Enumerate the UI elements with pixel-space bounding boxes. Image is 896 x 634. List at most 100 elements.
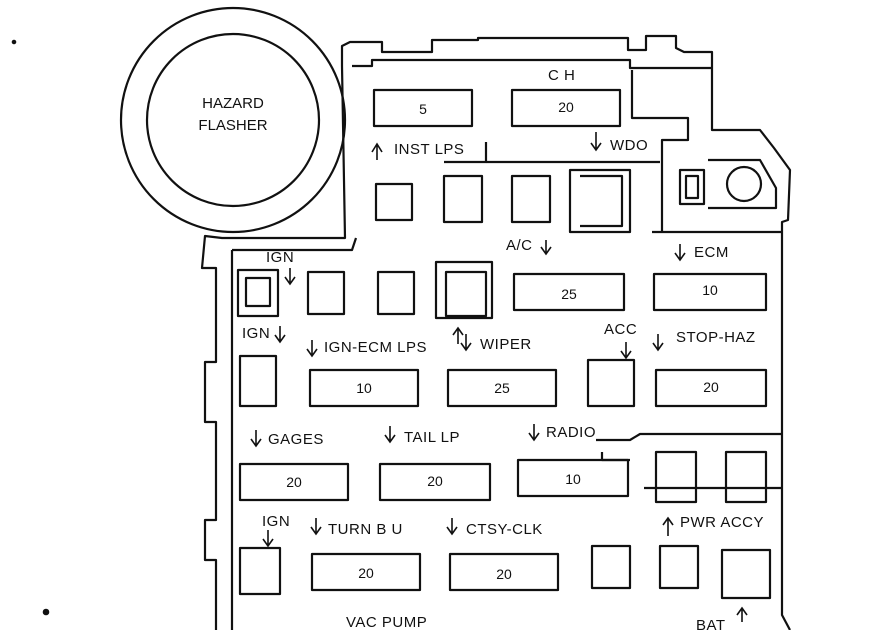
down-arrow-icon	[620, 342, 632, 360]
mini-fuse-ign-bottom	[238, 546, 282, 596]
fuse-value-ecm: 10	[702, 282, 718, 298]
down-arrow-icon	[446, 518, 458, 536]
fuse-block-housing	[340, 34, 792, 630]
label-wdo: WDO	[610, 137, 649, 154]
fuse-value-stop-haz: 20	[703, 379, 719, 395]
label-ch: C H	[548, 67, 576, 84]
top-inner-frame	[352, 58, 712, 70]
fuse-block-left-edge	[200, 65, 347, 630]
trace-radio-2	[600, 452, 630, 462]
fuse-body-wiper	[446, 368, 558, 408]
down-arrow-icon	[274, 326, 286, 344]
socket-ign-top-inner	[244, 276, 272, 308]
hazard-flasher-outer-ring	[119, 6, 347, 234]
down-arrow-icon	[250, 430, 262, 448]
down-arrow-icon	[262, 530, 274, 548]
mini-fuse-r4-a	[654, 450, 698, 504]
down-arrow-icon	[590, 132, 602, 152]
label-acc: ACC	[604, 321, 638, 338]
label-inst-lps: INST LPS	[394, 141, 465, 158]
relay-socket-inner	[684, 174, 700, 200]
relay-frame	[708, 158, 778, 210]
up-arrow-icon	[662, 516, 674, 536]
fuse-value-wiper: 25	[494, 380, 510, 396]
down-arrow-icon	[674, 244, 686, 262]
label-wiper: WIPER	[480, 336, 532, 353]
down-arrow-icon	[652, 334, 664, 352]
fuse-body-ctsy	[448, 552, 560, 592]
hazard-flasher-label-1: HAZARD	[202, 95, 264, 112]
up-arrow-icon	[371, 142, 383, 160]
socket-r5-b	[658, 544, 700, 590]
down-arrow-icon	[540, 240, 552, 256]
label-pwr-accy: PWR ACCY	[680, 514, 765, 531]
label-ign-bottom: IGN	[262, 513, 291, 530]
socket-r5-a	[590, 544, 632, 590]
fuse-body-ign-ecm	[308, 368, 420, 408]
trace-radio	[596, 432, 782, 442]
fuse-value-inst: 5	[419, 101, 427, 117]
fuse-body-ch	[510, 88, 622, 128]
ac-relay-inner	[580, 174, 624, 228]
mini-fuse-r4-b	[724, 450, 768, 504]
ac-relay-block	[568, 168, 632, 234]
label-ign-top: IGN	[266, 249, 295, 266]
down-arrow-icon	[528, 424, 540, 442]
label-radio: RADIO	[546, 424, 597, 441]
socket-r1-a	[374, 182, 414, 222]
label-ac: A/C	[506, 237, 533, 254]
speck-dot	[11, 39, 17, 45]
label-stop-haz: STOP-HAZ	[676, 329, 756, 346]
label-ecm: ECM	[694, 244, 729, 261]
fuse-value-ac: 25	[561, 286, 577, 302]
fuse-body-gages	[238, 462, 350, 502]
label-ign-ecm-lps: IGN-ECM LPS	[324, 339, 428, 356]
right-top-bracket	[630, 70, 690, 232]
mini-fuse-r2-c	[444, 270, 488, 318]
mini-fuse-ign	[238, 354, 278, 408]
down-arrow-icon	[306, 340, 318, 358]
up-arrow-icon	[736, 606, 748, 622]
fuse-body-inst	[372, 88, 474, 128]
socket-r2-a	[306, 270, 346, 316]
fuse-value-ign-ecm-lps: 10	[356, 380, 372, 396]
socket-ign-top	[236, 268, 280, 318]
hazard-flasher-inner-ring	[145, 32, 321, 208]
fuse-value-gages: 20	[286, 474, 302, 490]
fuse-body-tail	[378, 462, 492, 502]
fuse-value-radio: 10	[565, 471, 581, 487]
mini-fuse-r2-c-frame	[434, 260, 494, 320]
label-tail-lp: TAIL LP	[404, 429, 461, 446]
mini-fuse-acc	[586, 358, 636, 408]
relay-socket	[678, 168, 706, 206]
fuse-body-ecm	[652, 272, 768, 312]
down-arrow-icon	[284, 268, 296, 286]
fuse-value-turn-bu: 20	[358, 565, 374, 581]
mini-fuse-r1-b	[510, 174, 552, 224]
fuse-body-turn	[310, 552, 422, 592]
hazard-flasher-label-2: FLASHER	[198, 117, 268, 134]
fuse-value-ctsy-clk: 20	[496, 566, 512, 582]
down-arrow-icon	[384, 426, 396, 444]
socket-r2-b	[376, 270, 416, 316]
label-gages: GAGES	[268, 431, 324, 448]
mounting-hole	[725, 165, 763, 203]
label-vac-pump: VAC PUMP	[346, 614, 428, 631]
fuse-body-ac	[512, 272, 626, 312]
down-arrow-icon	[310, 518, 322, 536]
label-ctsy-clk: CTSY-CLK	[466, 521, 543, 538]
mini-fuse-r1-a	[442, 174, 484, 224]
flasher-base	[232, 237, 358, 252]
label-ign-mid: IGN	[242, 325, 271, 342]
label-bat: BAT	[696, 617, 726, 634]
mini-fuse-bat	[720, 548, 772, 600]
label-turn-bu: TURN B U	[328, 521, 403, 538]
updown-arrow-icon	[452, 326, 472, 352]
fuse-body-radio	[516, 458, 630, 498]
fuse-value-ch: 20	[558, 99, 574, 115]
fuse-value-tail-lp: 20	[427, 473, 443, 489]
speck-dot	[42, 608, 50, 616]
fuse-body-stop-haz	[654, 368, 768, 408]
